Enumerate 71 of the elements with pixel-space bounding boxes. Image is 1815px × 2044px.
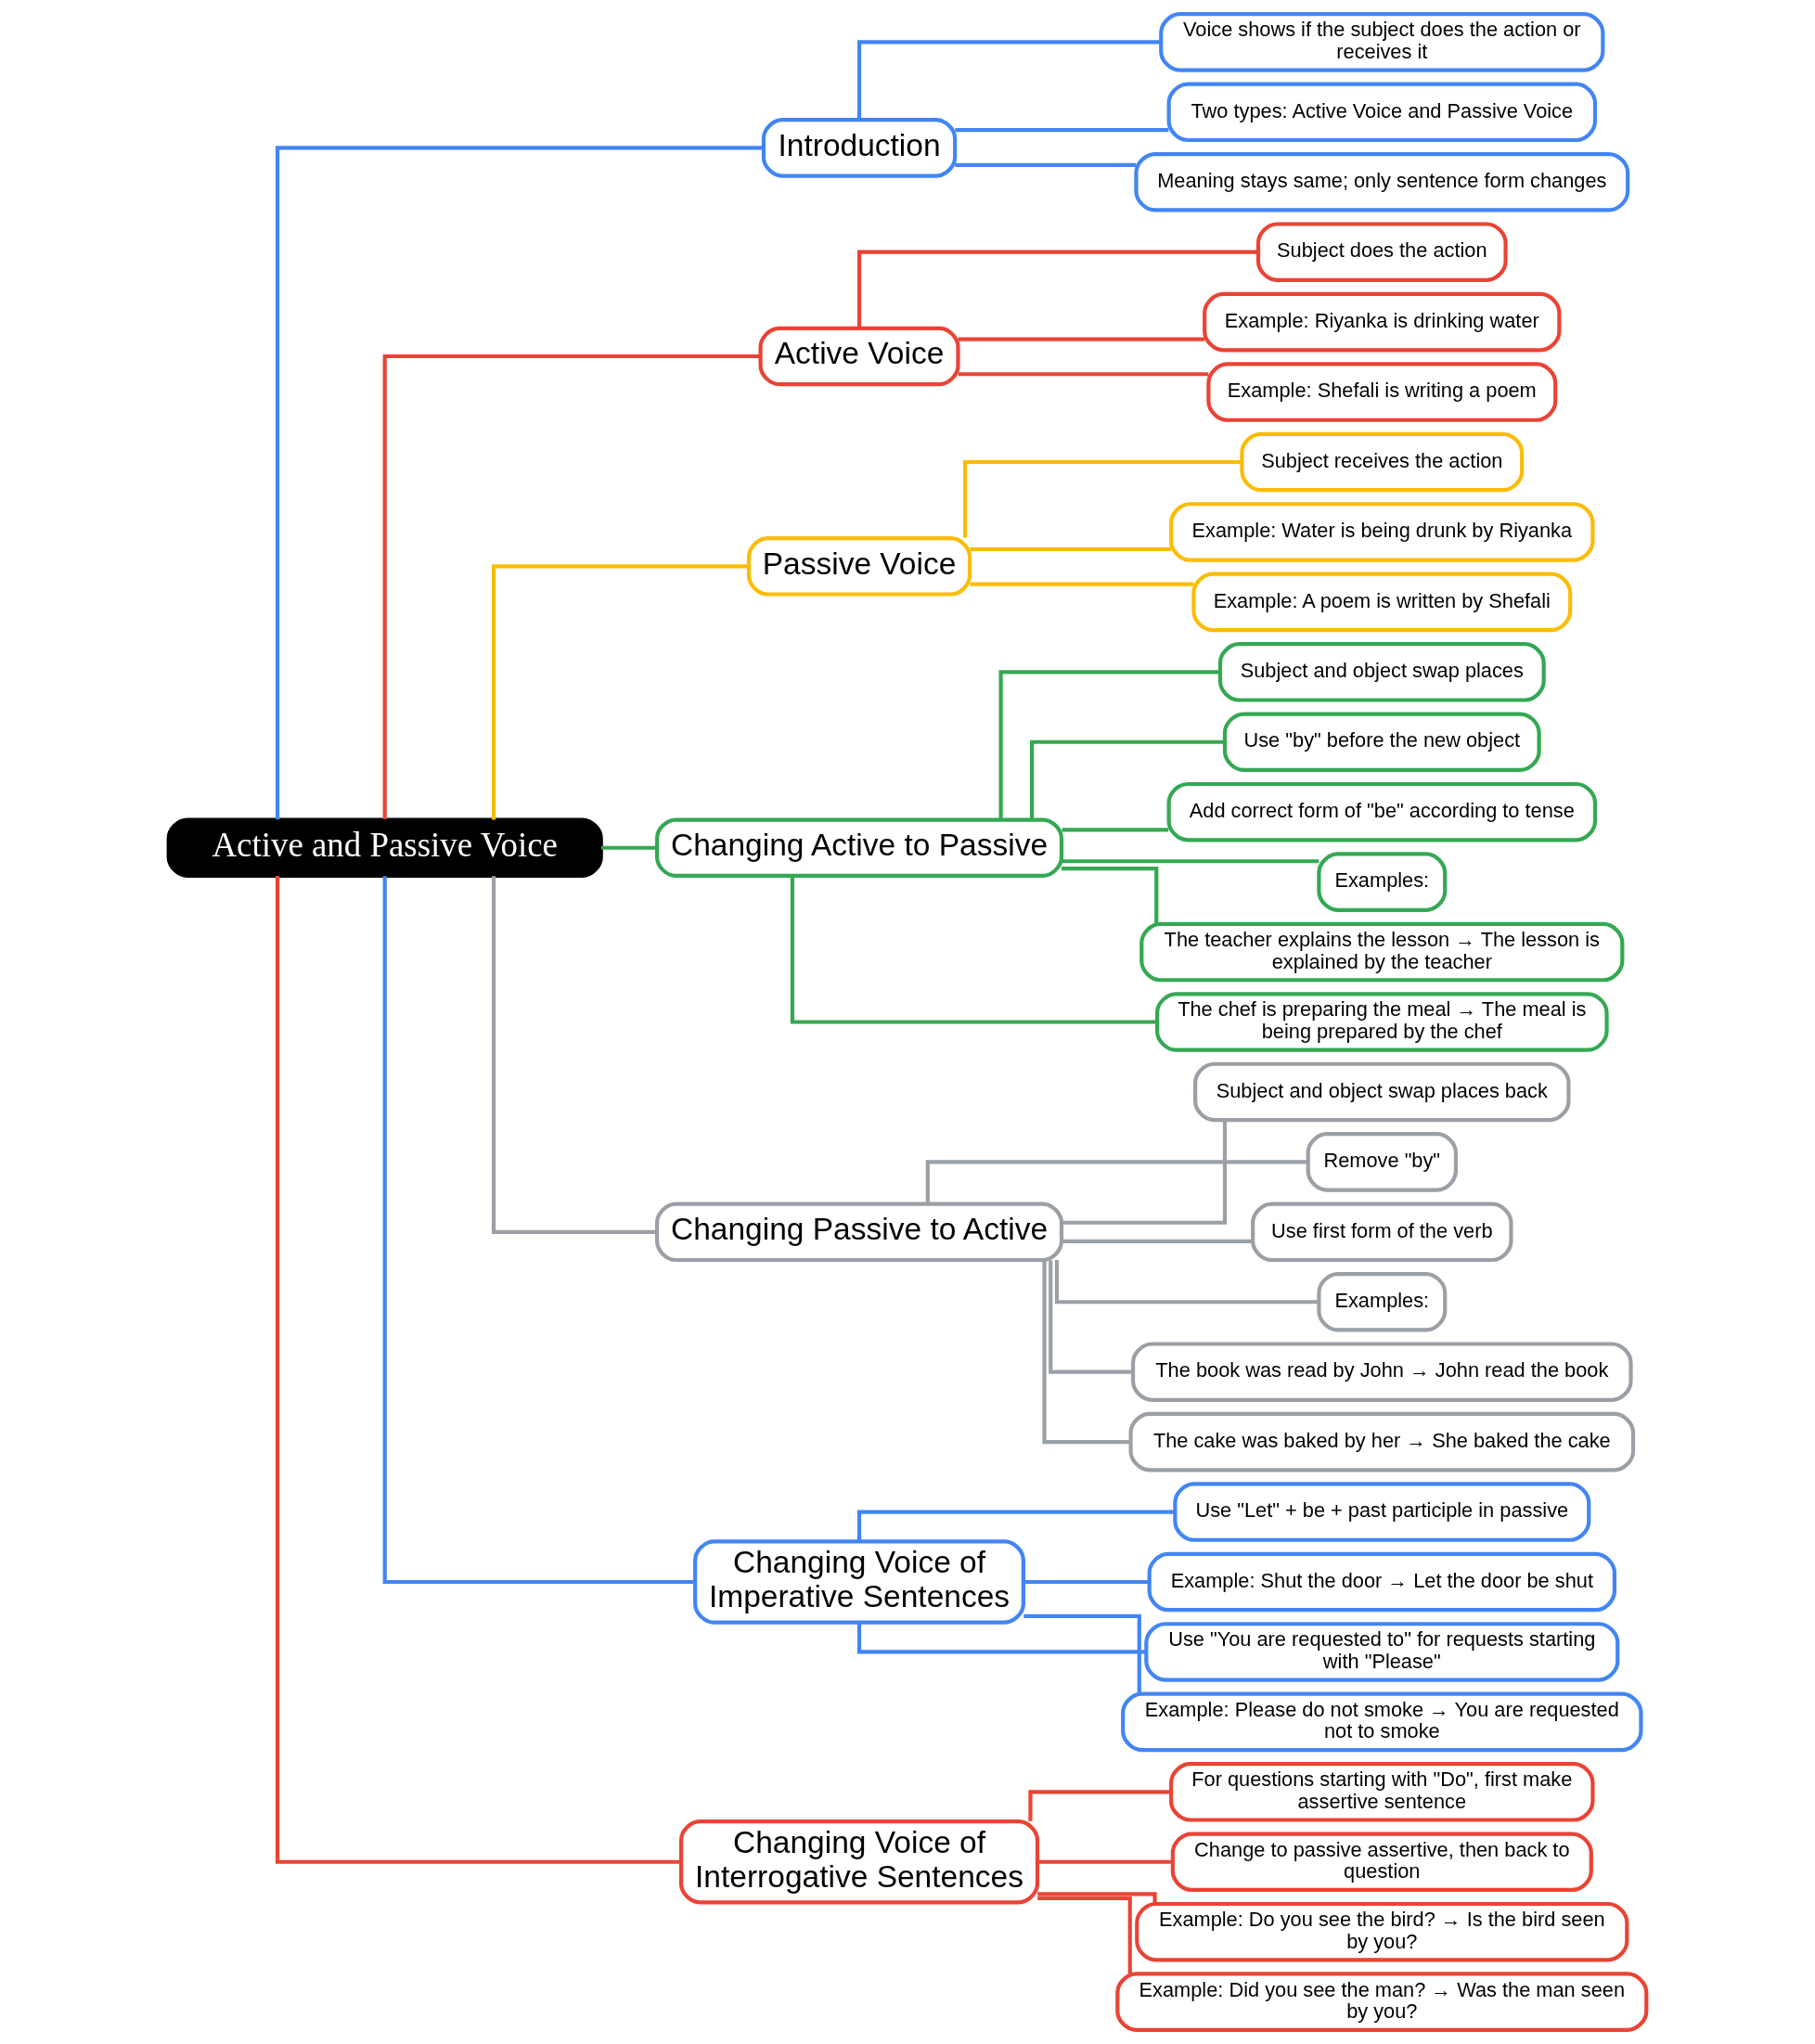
connector (382, 876, 695, 1585)
connector (856, 40, 1162, 120)
connector (1037, 1896, 1132, 1974)
node-box: Subject and object swap places (1217, 642, 1546, 702)
node-box: Active and Passive Voice (166, 817, 603, 878)
node-box: Changing Voice of Interrogative Sentences (679, 1819, 1040, 1905)
node-box: Meaning stays same; only sentence form changes (1134, 151, 1630, 212)
connector (1037, 1859, 1173, 1864)
node-box: Subject does the action (1255, 222, 1508, 282)
connector (1028, 1790, 1171, 1821)
connector (925, 1160, 1308, 1204)
connector (382, 354, 761, 819)
connector (970, 582, 1194, 586)
node-box: Subject and object swap places back (1193, 1061, 1571, 1123)
connector (1023, 1579, 1150, 1585)
node-box: Active Voice (758, 326, 960, 387)
connector (1062, 1239, 1253, 1243)
node-box: Passive Voice (746, 536, 972, 597)
connector (275, 876, 681, 1864)
node-box: Remove "by" (1306, 1132, 1459, 1192)
connector (1037, 1892, 1157, 1904)
connector (970, 546, 1171, 551)
node-box: Example: Do you see the bird? → Is the bird seen by you? (1135, 1901, 1629, 1962)
node-box: Two types: Active Voice and Passive Voice (1166, 82, 1598, 143)
node-box: Use "by" before the new object (1222, 712, 1541, 772)
connector (600, 845, 658, 850)
node-box: For questions starting with "Do", first make assertive sentence (1169, 1762, 1595, 1822)
connector (955, 128, 1169, 133)
connector (1054, 1260, 1319, 1305)
connector (790, 876, 1157, 1024)
connector (958, 372, 1209, 377)
connector (1023, 1613, 1141, 1694)
node-box: Use "You are requested to" for requests starting with "Please" (1144, 1622, 1620, 1682)
node-box: Use first form of the verb (1251, 1202, 1513, 1263)
node-box: Example: Riyanka is drinking water (1203, 291, 1562, 353)
node-box: Changing Voice of Imperative Sentences (693, 1539, 1025, 1625)
connector (1062, 867, 1159, 924)
node-box: Changing Active to Passive (655, 817, 1064, 878)
node-box: Use "Let" + be + past participle in passive (1173, 1482, 1591, 1542)
connector (1049, 1260, 1133, 1374)
node-box: Subject receives the action (1240, 431, 1525, 493)
connector (1042, 1260, 1131, 1445)
node-box: Example: A poem is written by Shefali (1191, 572, 1573, 633)
node-box: Voice shows if the subject does the action or receives it (1159, 12, 1605, 72)
node-box: The teacher explains the lesson → The lesson is explained by the teacher (1139, 921, 1625, 983)
node-box: Changing Passive to Active (655, 1202, 1064, 1263)
node-box: Example: Water is being drunk by Riyanka (1169, 502, 1595, 562)
connector (955, 162, 1137, 167)
node-box: The chef is preparing the meal → The meal is being prepared by the chef (1154, 992, 1609, 1052)
connector (1062, 828, 1169, 832)
connector (492, 876, 657, 1234)
connector (1062, 1120, 1228, 1225)
node-box: Examples: (1317, 852, 1448, 912)
connector (1062, 859, 1319, 864)
node-box: Add correct form of "be" according to tense (1166, 781, 1598, 842)
connector (962, 459, 1242, 538)
node-box: Example: Did you see the man? → Was the man seen by you? (1115, 1972, 1649, 2032)
connector (998, 670, 1220, 820)
connector (275, 146, 764, 820)
connector (492, 564, 749, 820)
connector (856, 250, 1258, 328)
node-box: The cake was baked by her → She baked the cake (1128, 1411, 1636, 1472)
node-box: Examples: (1317, 1272, 1448, 1332)
node-box: The book was read by John → John read the book (1131, 1342, 1633, 1402)
node-box: Example: Please do not smoke → You are requested not to smoke (1121, 1691, 1643, 1753)
node-box: Change to passive assertive, then back to question (1170, 1832, 1593, 1893)
connector (958, 337, 1205, 341)
node-box: Example: Shut the door → Let the door be shut (1147, 1551, 1617, 1613)
node-box: Introduction (761, 118, 958, 178)
node-box: Example: Shefali is writing a poem (1206, 362, 1558, 422)
connector (1030, 739, 1225, 820)
